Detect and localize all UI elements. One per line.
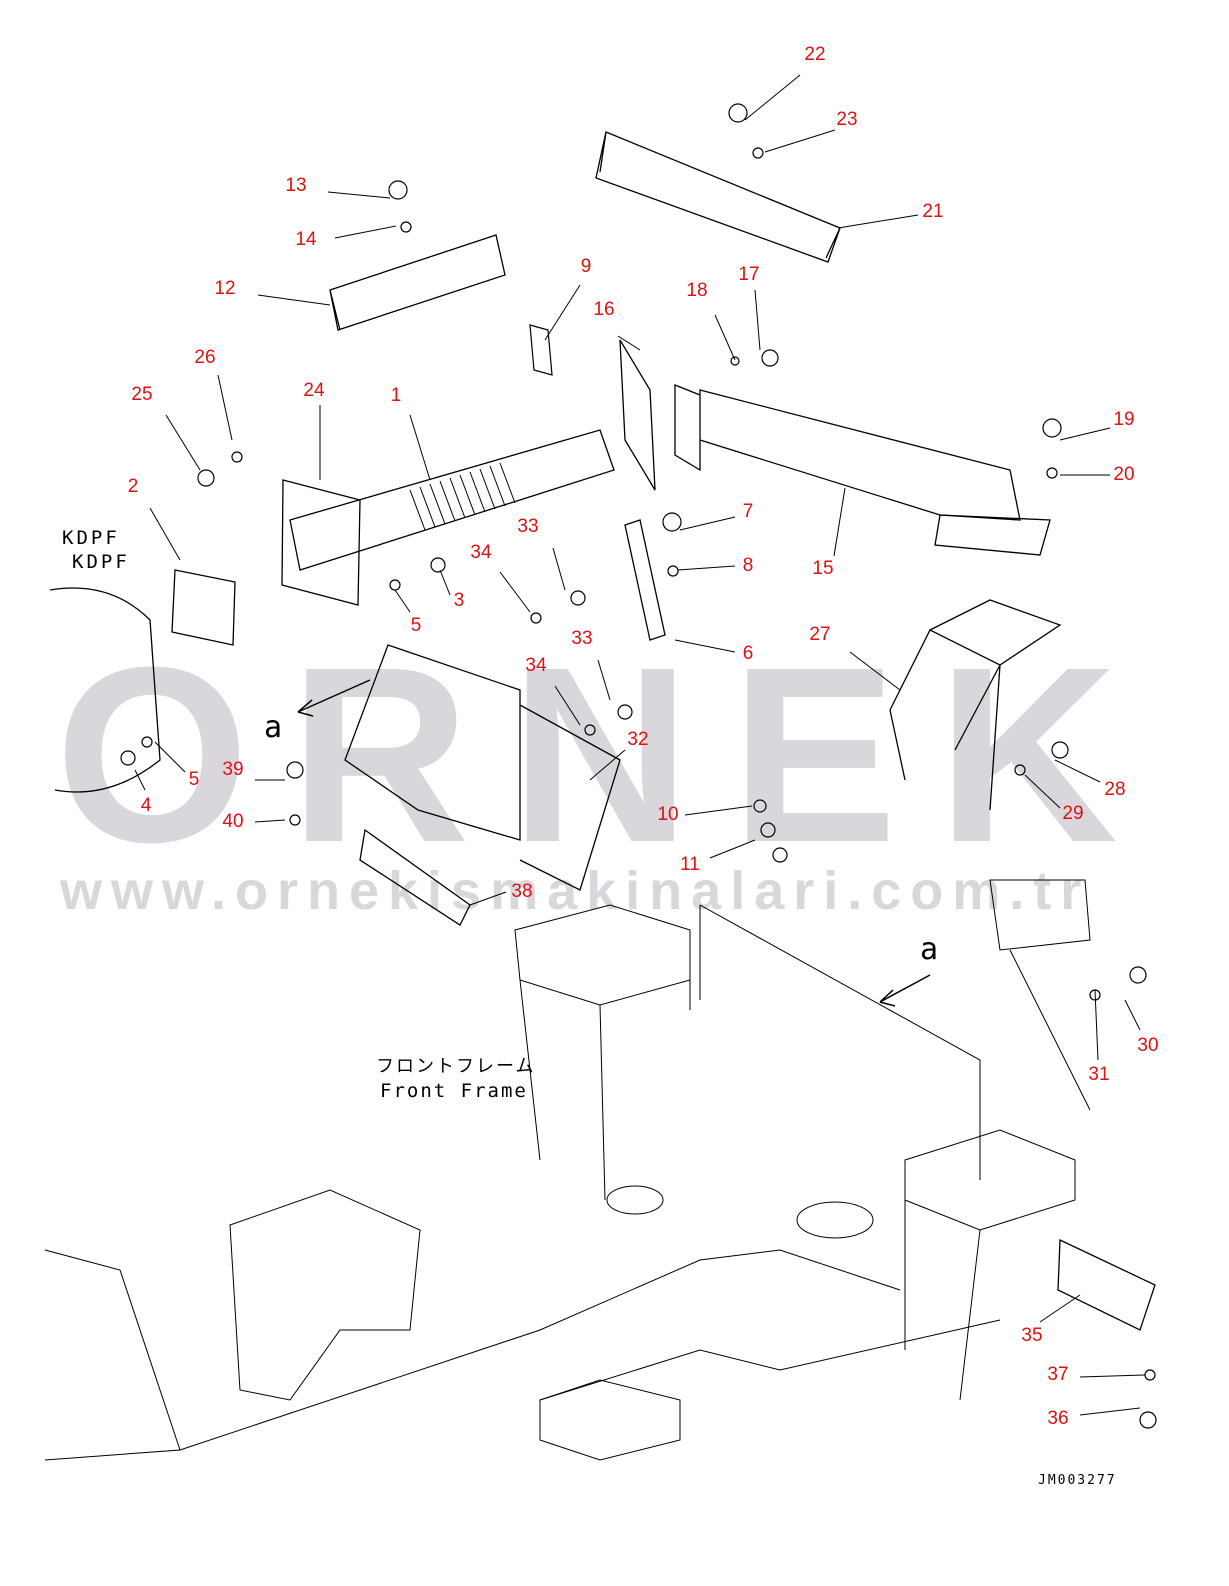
view-a-label-right: a: [920, 932, 942, 967]
part-27-bracket: [889, 599, 1062, 811]
kdpf-label-jp: KDPF: [62, 527, 120, 549]
part-38-bracket: [359, 828, 471, 926]
callout-part-20: 20: [1113, 464, 1135, 485]
callout-part-5: 5: [410, 615, 422, 636]
callout-part-25: 25: [131, 384, 153, 405]
callout-part-22: 22: [804, 44, 826, 65]
kdpf-label-en: KDPF: [72, 551, 130, 573]
callout-part-11: 11: [680, 854, 700, 875]
view-arrow-a-right: [879, 974, 931, 1007]
callout-part-30: 30: [1137, 1035, 1159, 1056]
callout-part-7: 7: [742, 501, 754, 522]
callout-part-37: 37: [1047, 1364, 1069, 1385]
part-32-cover: [344, 644, 621, 891]
view-a-label-left: a: [264, 710, 286, 745]
callout-part-32: 32: [627, 729, 649, 750]
part-15-flange: [934, 514, 1051, 556]
bellows: [409, 462, 516, 531]
callout-part-29: 29: [1062, 803, 1084, 824]
callout-part-33: 33: [517, 516, 539, 537]
watermark-url: www.ornekismakinalari.com.tr: [60, 861, 1091, 921]
leader-lines: [134, 74, 1146, 1416]
callout-part-10: 10: [657, 804, 679, 825]
callout-part-16: 16: [593, 299, 615, 320]
callout-part-3: 3: [453, 590, 465, 611]
callout-part-5: 5: [188, 769, 200, 790]
callout-part-24: 24: [303, 380, 325, 401]
callout-part-23: 23: [836, 109, 858, 130]
callout-part-28: 28: [1104, 779, 1126, 800]
watermark-brand: ORNEK: [55, 615, 1158, 894]
part-15-pipe: [674, 384, 1021, 521]
callout-part-34: 34: [470, 542, 492, 563]
part-2-gasket: [171, 569, 236, 646]
callout-part-14: 14: [295, 229, 317, 250]
callout-part-2: 2: [127, 476, 139, 497]
part-12-cover: [329, 234, 506, 331]
callout-part-1: 1: [390, 385, 402, 406]
callout-part-12: 12: [214, 278, 236, 299]
callout-part-31: 31: [1088, 1064, 1110, 1085]
drawing-code: JM003277: [1038, 1473, 1117, 1488]
part-21-cover: [595, 131, 841, 263]
part-6-bracket: [624, 519, 666, 641]
callout-part-27: 27: [809, 624, 831, 645]
callout-part-33: 33: [571, 628, 593, 649]
part-16-gasket: [619, 339, 656, 491]
callout-part-26: 26: [194, 347, 216, 368]
callout-part-6: 6: [742, 643, 754, 664]
callout-part-21: 21: [922, 201, 944, 222]
callout-part-34: 34: [525, 655, 547, 676]
callout-part-4: 4: [140, 795, 152, 816]
part-24-flange: [281, 479, 361, 606]
callout-part-36: 36: [1047, 1408, 1069, 1429]
callout-part-8: 8: [742, 555, 754, 576]
callout-part-9: 9: [580, 256, 592, 277]
callout-part-17: 17: [738, 264, 760, 285]
callout-part-15: 15: [812, 558, 834, 579]
callout-part-39: 39: [222, 759, 244, 780]
kdpf-body: [49, 587, 161, 793]
callout-part-38: 38: [511, 881, 533, 902]
front-frame-label-jp: フロントフレーム: [376, 1056, 536, 1077]
front-frame-label-en: Front Frame: [380, 1080, 528, 1102]
fasteners: [120, 103, 1157, 1429]
callout-part-40: 40: [222, 811, 244, 832]
view-arrow-a-left: [297, 679, 371, 717]
callout-part-19: 19: [1113, 409, 1135, 430]
part-1-pipe: [289, 429, 615, 571]
part-35-cover: [1057, 1238, 1156, 1331]
callout-part-18: 18: [686, 280, 708, 301]
front-frame: [44, 879, 1091, 1461]
callout-part-13: 13: [285, 175, 307, 196]
callout-part-35: 35: [1021, 1325, 1043, 1346]
